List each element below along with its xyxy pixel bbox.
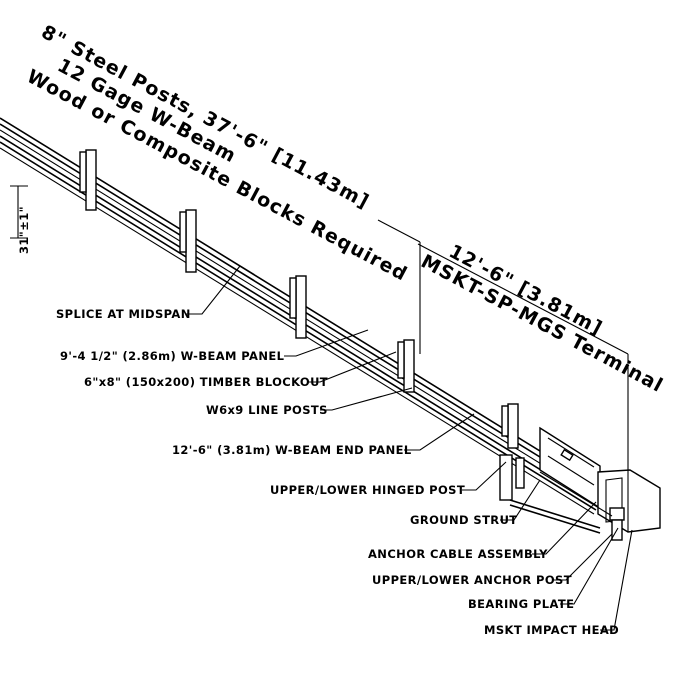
line-posts-label: W6x9 LINE POSTS [206, 403, 328, 417]
hinged-post-label: UPPER/LOWER HINGED POST [270, 483, 465, 497]
terminal-note-group: 12'-6" [3.81m] MSKT-SP-MGS Terminal [417, 240, 667, 397]
anchor-post-label: UPPER/LOWER ANCHOR POST [372, 573, 572, 587]
callout-splice: SPLICE AT MIDSPAN [56, 265, 241, 321]
line-post-2 [179, 209, 197, 273]
callout-anchor-cable: ANCHOR CABLE ASSEMBLY [368, 501, 597, 561]
top-dimension-line [377, 219, 421, 354]
terminal-assembly [499, 426, 661, 541]
callout-line-posts: W6x9 LINE POSTS [206, 387, 413, 417]
callout-impact-head: MSKT IMPACT HEAD [484, 529, 633, 637]
terminal-note-line2: MSKT-SP-MGS Terminal [417, 250, 667, 397]
blockout-label: 6"x8" (150x200) TIMBER BLOCKOUT [84, 375, 328, 389]
callout-bearing-plate: BEARING PLATE [468, 527, 619, 611]
callout-blockout: 6"x8" (150x200) TIMBER BLOCKOUT [84, 351, 397, 389]
bearing-plate-label: BEARING PLATE [468, 597, 574, 611]
anchor-cable-label: ANCHOR CABLE ASSEMBLY [368, 547, 548, 561]
end-panel-label: 12'-6" (3.81m) W-BEAM END PANEL [172, 443, 412, 457]
line-post-3 [289, 275, 307, 339]
ground-strut-label: GROUND STRUT [410, 513, 518, 527]
impact-head-label: MSKT IMPACT HEAD [484, 623, 619, 637]
callout-hinged-post: UPPER/LOWER HINGED POST [270, 461, 507, 497]
line-post-5 [501, 403, 519, 449]
callout-panel: 9'-4 1/2" (2.86m) W-BEAM PANEL [60, 329, 369, 363]
line-post-1 [79, 149, 97, 211]
terminal-dimension-line [417, 243, 629, 470]
height-dimension [10, 185, 28, 239]
splice-label: SPLICE AT MIDSPAN [56, 307, 191, 321]
callout-anchor-post: UPPER/LOWER ANCHOR POST [372, 533, 613, 587]
line-post-4 [397, 339, 415, 393]
height-label-group: 31"±1" [17, 206, 31, 254]
panel-label: 9'-4 1/2" (2.86m) W-BEAM PANEL [60, 349, 285, 363]
height-label: 31"±1" [17, 206, 31, 254]
callout-end-panel: 12'-6" (3.81m) W-BEAM END PANEL [172, 413, 475, 457]
top-note-group: 8" Steel Posts, 37'-6" [11.43m] 12 Gage … [23, 21, 411, 286]
callout-ground-strut: GROUND STRUT [410, 479, 541, 527]
